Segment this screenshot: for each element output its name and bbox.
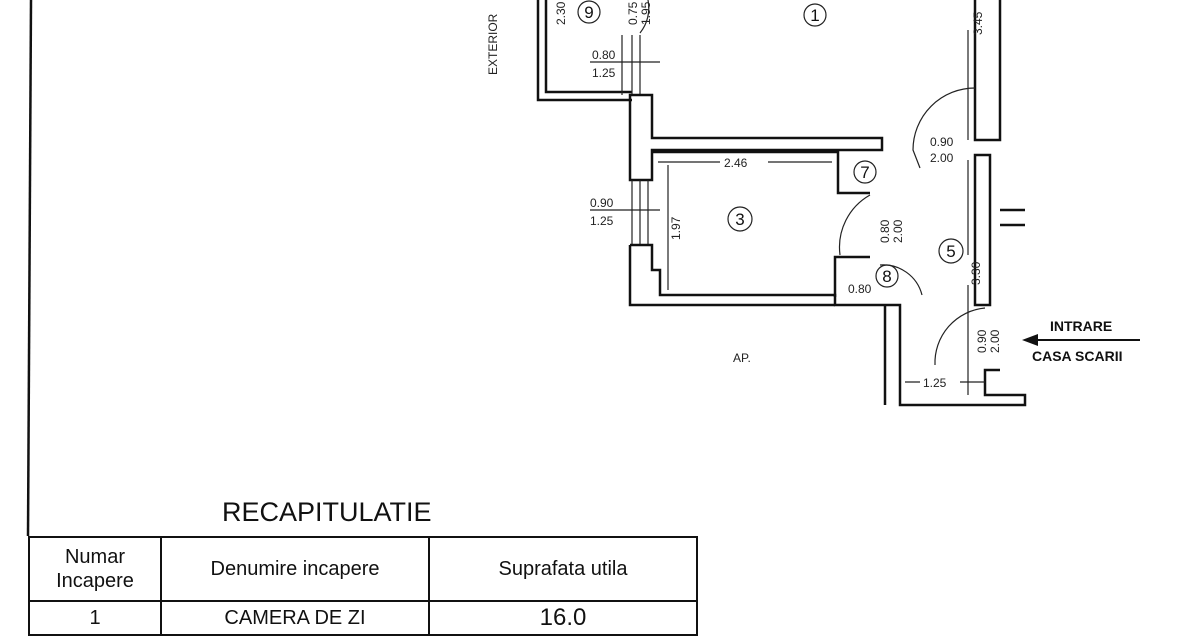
- window-dim-lines: [590, 61, 660, 211]
- dim-door3-h: 2.00: [891, 219, 905, 243]
- header-room-number: Numar Incapere: [28, 536, 162, 602]
- balcony-wall: [536, 0, 632, 102]
- door-arc-balcony: [639, 0, 650, 34]
- exterior-label: EXTERIOR: [486, 13, 500, 75]
- sheet-border: [26, 0, 33, 537]
- ap-label: AP.: [733, 351, 751, 365]
- door-arc-entry: [934, 307, 986, 366]
- room-9-label: 9: [584, 3, 593, 22]
- entry-label: INTRARE: [1050, 318, 1112, 334]
- dim-entry-width: 1.25: [923, 376, 947, 390]
- dim-door1-w: 0.90: [930, 135, 954, 149]
- dim-entry-door-w: 0.90: [975, 329, 989, 353]
- dim-window1-w: 0.80: [592, 48, 616, 62]
- room-5-label: 5: [946, 242, 955, 261]
- stairwell-label: CASA SCARII: [1032, 348, 1123, 364]
- window-3: [631, 180, 649, 245]
- window-1: [621, 35, 641, 95]
- dim-window3-w: 0.90: [590, 196, 614, 210]
- closet8-wall: [833, 255, 870, 297]
- dim-room3-width: 2.46: [724, 156, 748, 170]
- entry-arrowhead-icon: [1022, 334, 1038, 346]
- dim-window3-h: 1.25: [590, 214, 614, 228]
- dim-room1-side: 3.45: [971, 11, 985, 35]
- room1-bottom-wall: [628, 93, 884, 182]
- room-7-label: 7: [860, 163, 869, 182]
- dim-hall-length: 3.30: [969, 261, 983, 285]
- room3-outer-wall: [628, 245, 835, 307]
- dim-closet8-w: 0.80: [848, 282, 872, 296]
- right-wall: [973, 0, 1025, 307]
- room-markers: 9 1 3 7 8 5: [577, 0, 964, 288]
- dim-balcony-door-h: 1.95: [639, 1, 653, 25]
- dim-door1-h: 2.00: [930, 151, 954, 165]
- door-arc-3: [838, 194, 871, 256]
- header-area: Suprafata utila: [428, 536, 698, 602]
- header-room-name: Denumire incapere: [160, 536, 430, 602]
- dim-entry-door-h: 2.00: [988, 329, 1002, 353]
- closet7-wall: [652, 150, 870, 195]
- door-arc-1: [912, 87, 976, 169]
- dim-window1-h: 1.25: [592, 66, 616, 80]
- dim-balcony-height: 2.30: [554, 1, 568, 25]
- room3-walls: [630, 243, 1027, 407]
- room-8-label: 8: [882, 267, 891, 286]
- dim-room3-depth: 1.97: [669, 216, 683, 240]
- room-1-label: 1: [810, 6, 819, 25]
- dim-balcony-door-w: 0.75: [626, 1, 640, 25]
- room-3-label: 3: [735, 210, 744, 229]
- dimension-lines: [658, 30, 985, 395]
- dim-door3-w: 0.80: [878, 219, 892, 243]
- recap-title: RECAPITULATIE: [222, 497, 432, 527]
- recap-table: Numar Incapere Denumire incapere Suprafa…: [28, 536, 698, 636]
- table-header-row: Numar Incapere Denumire incapere Suprafa…: [28, 536, 698, 602]
